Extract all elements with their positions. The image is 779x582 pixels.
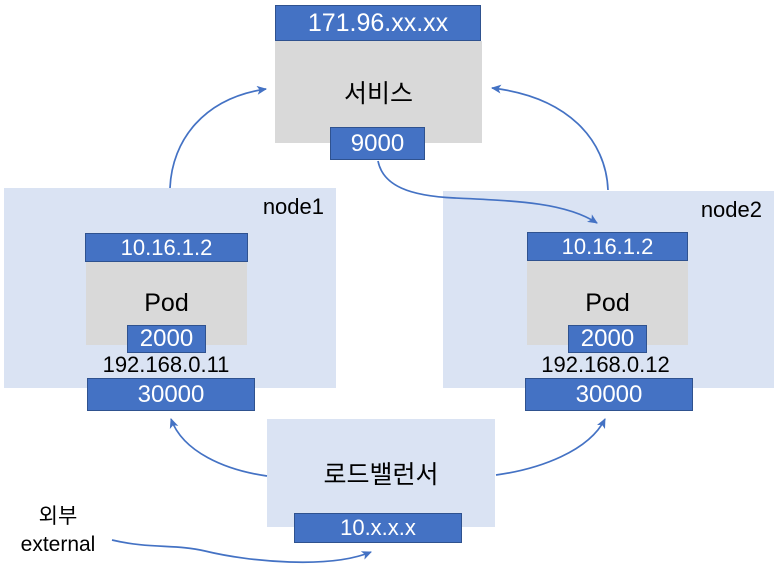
service-port-label: 9000 bbox=[350, 129, 405, 157]
service-ip-label: 171.96.xx.xx bbox=[307, 8, 449, 37]
node1-label: node1 bbox=[262, 194, 324, 219]
node2-pod-ip-label: 10.16.1.2 bbox=[561, 233, 654, 259]
node1-port-box: 30000 bbox=[87, 378, 255, 411]
arrow-node2-to-service bbox=[491, 84, 609, 191]
node2-pod-port-box: 2000 bbox=[568, 325, 647, 353]
service-port-box: 9000 bbox=[330, 127, 425, 160]
loadbalancer-label: 로드밸런서 bbox=[323, 461, 439, 489]
external-label-ko: 외부 bbox=[38, 505, 78, 528]
node2-port-box: 30000 bbox=[525, 378, 693, 411]
node2-pod-port-label: 2000 bbox=[580, 325, 635, 352]
node1-pod-ip-box: 10.16.1.2 bbox=[85, 233, 248, 262]
node2-box: node2 10.16.1.2 Pod 2000 192.168.0.12 bbox=[443, 191, 774, 388]
loadbalancer-box: 로드밸런서 bbox=[267, 419, 495, 527]
external-label: 외부 external bbox=[8, 503, 108, 560]
node1-pod-label: Pod bbox=[144, 289, 189, 317]
node1-port-label: 30000 bbox=[137, 380, 205, 408]
node2-label: node2 bbox=[700, 197, 762, 222]
arrow-external-to-loadbalancer-ip bbox=[111, 539, 372, 564]
node1-pod-port-box: 2000 bbox=[127, 325, 206, 353]
service-ip-box: 171.96.xx.xx bbox=[275, 5, 481, 41]
node1-pod-port-label: 2000 bbox=[139, 325, 194, 352]
node1-ip-text: 192.168.0.11 bbox=[102, 352, 230, 377]
node2-ip-text: 192.168.0.12 bbox=[541, 352, 670, 377]
service-box: 서비스 bbox=[275, 41, 482, 143]
arrow-loadbalancer-to-node1-port bbox=[169, 418, 268, 477]
node2-pod-label: Pod bbox=[585, 288, 630, 317]
node2-pod-ip-box: 10.16.1.2 bbox=[527, 232, 688, 261]
service-label: 서비스 bbox=[343, 80, 413, 108]
node1-box: node1 10.16.1.2 Pod 2000 192.168.0.11 bbox=[4, 188, 336, 388]
loadbalancer-ip-label: 10.x.x.x bbox=[340, 515, 416, 540]
node2-port-label: 30000 bbox=[575, 380, 643, 408]
external-label-en: external bbox=[20, 533, 96, 557]
node1-pod-ip-label: 10.16.1.2 bbox=[120, 234, 213, 260]
loadbalancer-ip-box: 10.x.x.x bbox=[294, 513, 462, 543]
arrow-node1-to-service bbox=[169, 85, 267, 189]
arrow-loadbalancer-to-node2-port bbox=[495, 418, 606, 476]
